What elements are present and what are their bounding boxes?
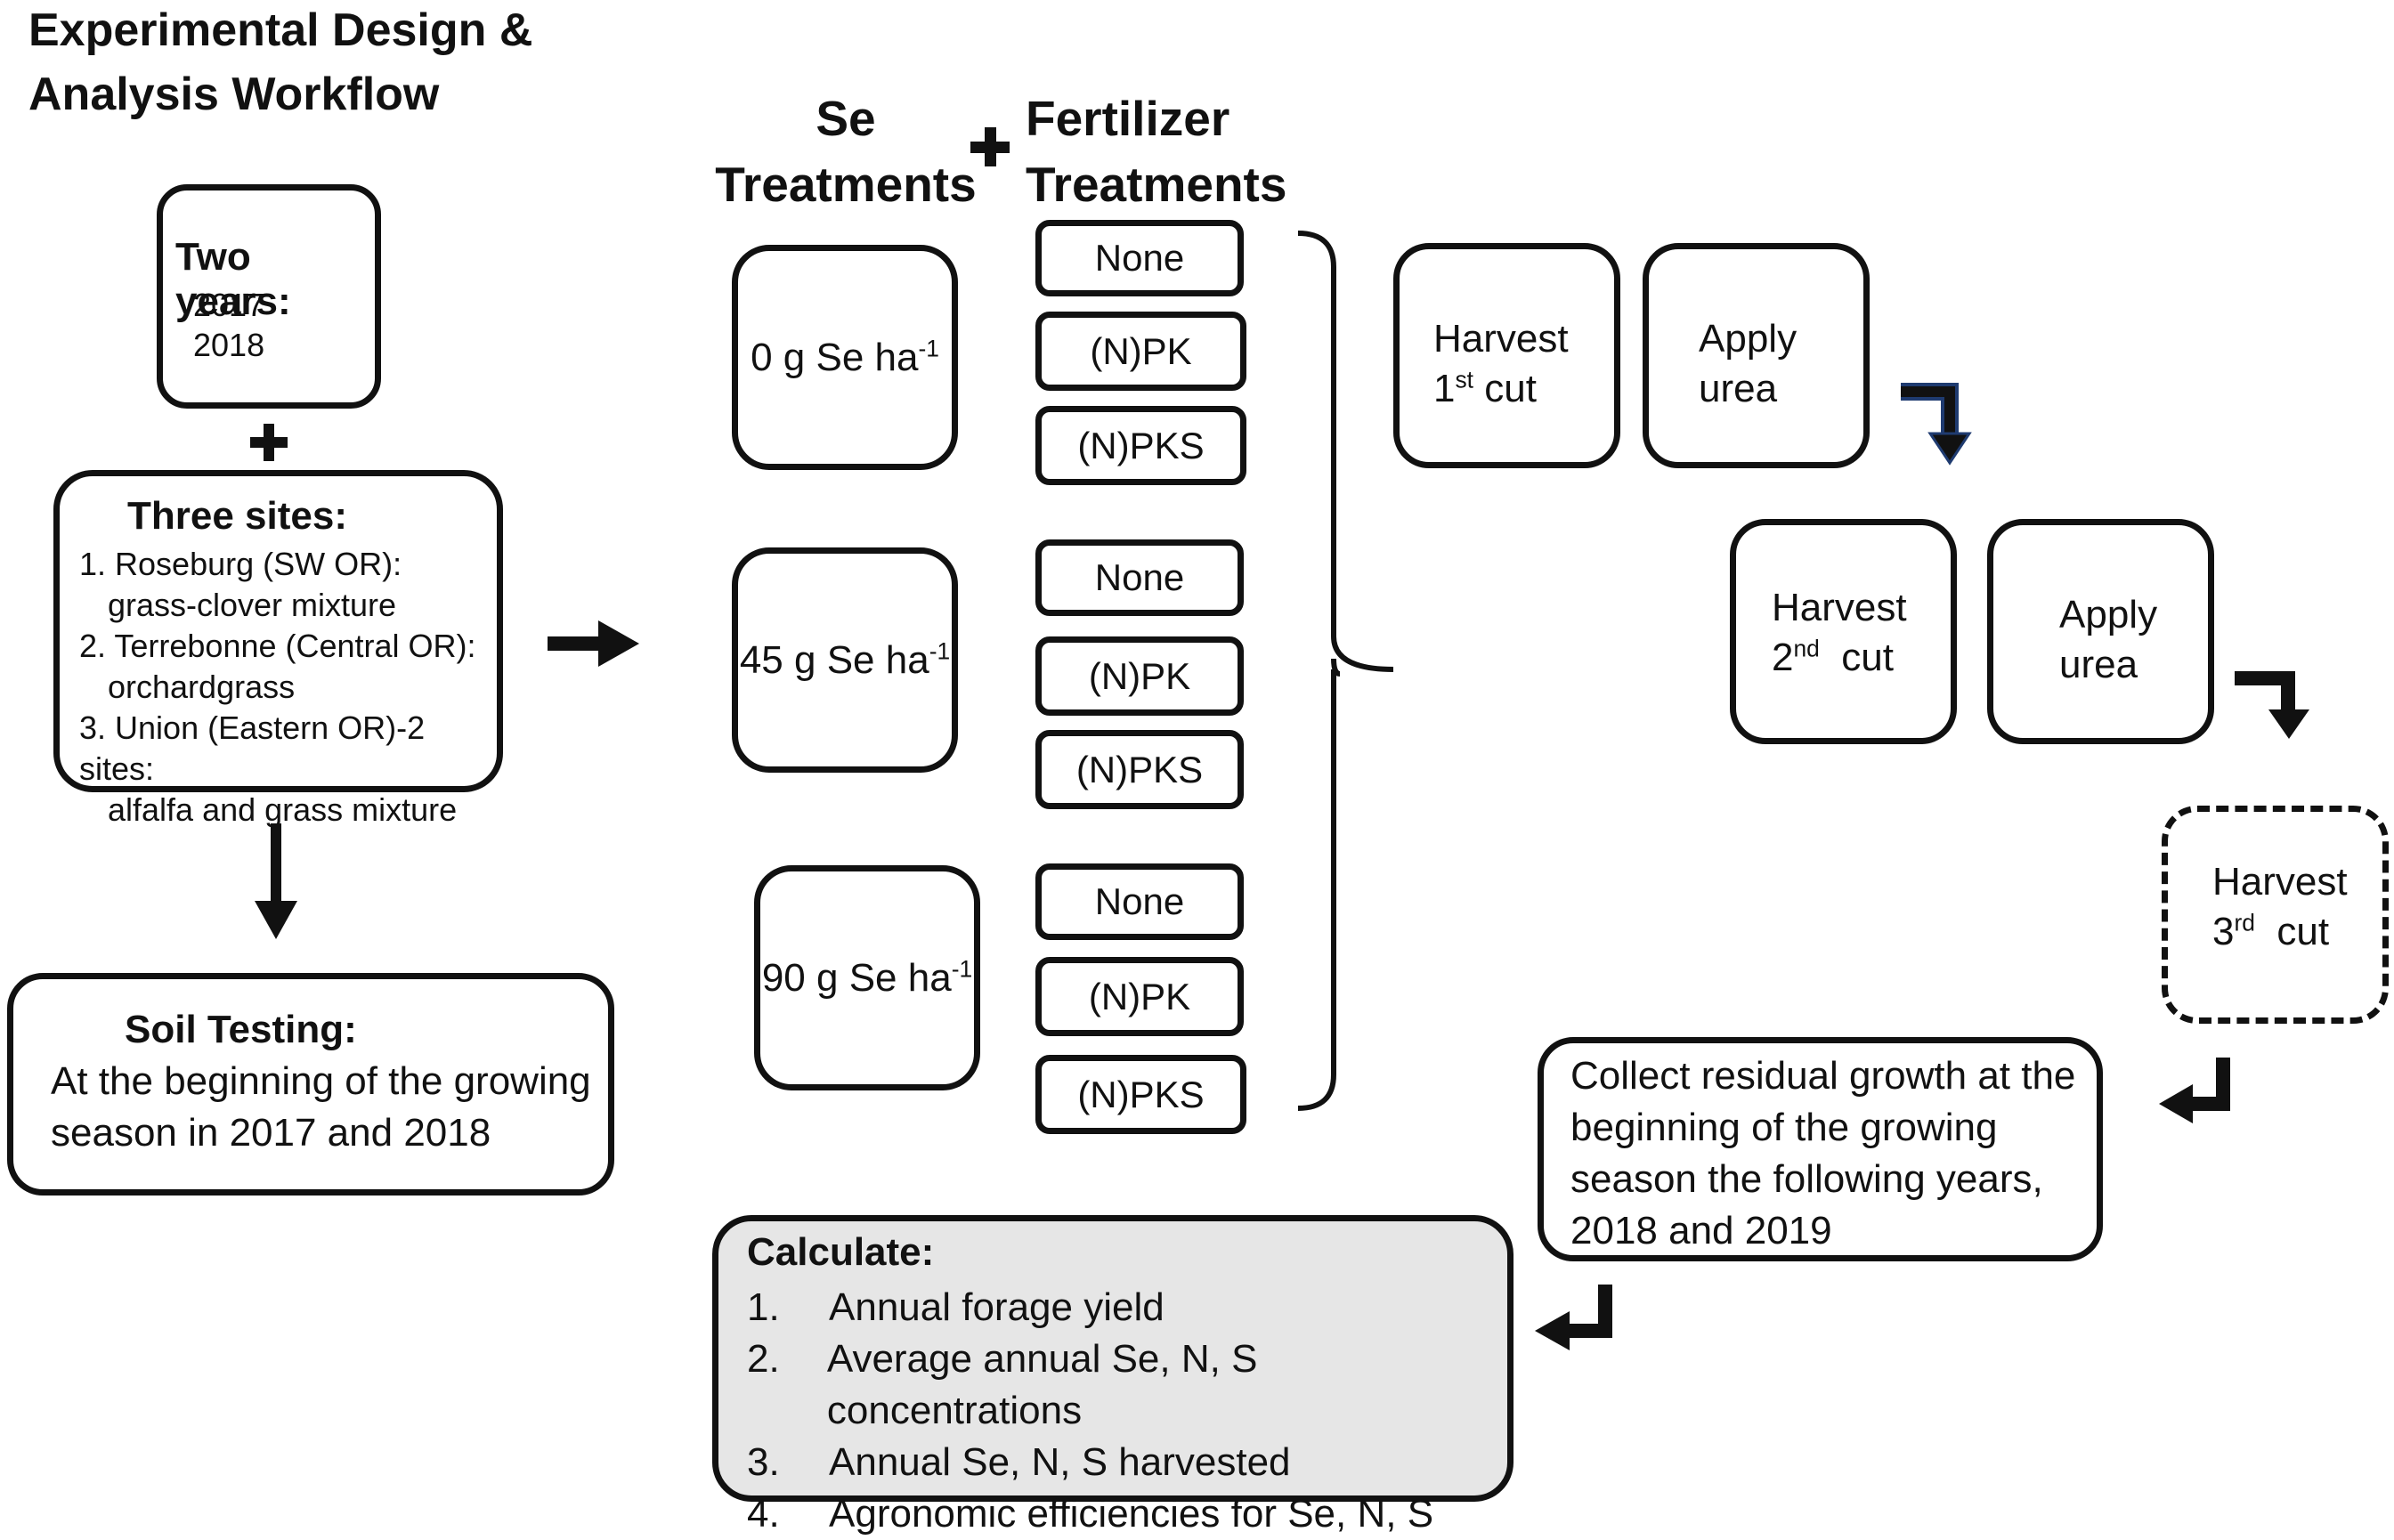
fert-box: (N)PKS xyxy=(1035,730,1244,809)
residual-growth-box: Collect residual growth at the beginning… xyxy=(1538,1037,2103,1261)
plus-icon xyxy=(250,424,288,461)
soil-testing-box: Soil Testing: At the beginning of the gr… xyxy=(7,973,614,1196)
arrow-down-icon xyxy=(255,823,297,939)
fert-label: None xyxy=(1094,880,1185,922)
se-treatment-45: 45 g Se ha-1 xyxy=(732,547,958,773)
fert-label: None xyxy=(1094,237,1185,279)
se-header-line-2: Treatments xyxy=(715,157,977,212)
fert-label: (N)PK xyxy=(1088,654,1191,697)
fert-label: (N)PKS xyxy=(1075,748,1204,790)
residual-line-1: Collect residual growth at the xyxy=(1570,1054,2076,1098)
site-3-crop: alfalfa and grass mixture xyxy=(108,791,458,828)
calculate-heading: Calculate: xyxy=(747,1230,935,1274)
harvest-2nd-line-2: 2nd cut xyxy=(1772,635,1894,679)
apply-urea-2-line-2: urea xyxy=(2059,643,2138,686)
years-box: Two years: 2017 2018 xyxy=(157,184,381,409)
site-2: 2. Terrebonne (Central OR): orchardgrass xyxy=(79,626,476,708)
se-treatment-90-label: 90 g Se ha-1 xyxy=(761,954,973,1000)
se-treatment-0-label: 0 g Se ha-1 xyxy=(751,334,939,379)
se-header-line-1: Se xyxy=(816,91,876,146)
year-2018: 2018 xyxy=(193,327,265,363)
fert-label: (N)PK xyxy=(1088,975,1191,1017)
plus-icon xyxy=(970,127,1010,166)
fert-box: None xyxy=(1035,863,1244,940)
fert-header-line-2: Treatments xyxy=(1026,157,1287,212)
soil-testing-line-1: At the beginning of the growing xyxy=(51,1059,591,1103)
harvest-3rd-line-2: 3rd cut xyxy=(2212,909,2330,953)
fert-box: None xyxy=(1035,539,1244,616)
sites-box: Three sites: 1. Roseburg (SW OR): grass-… xyxy=(53,470,503,828)
harvest-1st-box: Harvest 1st cut xyxy=(1393,243,1620,468)
site-3-name: 3. Union (Eastern OR)-2 sites: xyxy=(79,709,426,787)
se-treatment-0: 0 g Se ha-1 xyxy=(732,245,958,470)
site-1-crop: grass-clover mixture xyxy=(108,587,397,623)
curved-arrow-icon xyxy=(1535,1285,1612,1350)
page-title: Experimental Design & Analysis Workflow xyxy=(28,0,532,126)
residual-growth-text: Collect residual growth at the beginning… xyxy=(1570,1050,2075,1257)
fert-label: (N)PKS xyxy=(1077,424,1205,466)
calculate-item: 2.Average annual Se, N, S concentrations xyxy=(747,1337,1258,1432)
years-heading: Two years: xyxy=(175,235,291,323)
curved-arrow-icon xyxy=(2159,1058,2230,1123)
se-treatments-header: Se Treatments xyxy=(712,85,979,217)
fert-box: (N)PK xyxy=(1035,312,1246,391)
residual-line-3: season the following years, xyxy=(1570,1157,2043,1201)
bracket xyxy=(1297,231,1394,1111)
year-2017: 2017 xyxy=(193,287,265,323)
residual-line-4: 2018 and 2019 xyxy=(1570,1209,1832,1252)
fertilizer-treatments-header: Fertilizer Treatments xyxy=(1026,85,1286,217)
site-1: 1. Roseburg (SW OR): grass-clover mixtur… xyxy=(79,544,402,626)
soil-testing-heading: Soil Testing: xyxy=(125,1008,357,1051)
fert-label: (N)PKS xyxy=(1077,1073,1205,1115)
sites-heading: Three sites: xyxy=(127,494,347,538)
harvest-2nd-line-1: Harvest xyxy=(1772,586,1907,629)
calculate-item: 3.Annual Se, N, S harvested xyxy=(747,1440,1291,1484)
title-line-2: Analysis Workflow xyxy=(28,69,440,120)
fert-box: (N)PK xyxy=(1035,957,1244,1036)
se-treatment-90: 90 g Se ha-1 xyxy=(754,865,980,1090)
fert-box: (N)PKS xyxy=(1035,406,1246,485)
calculate-box: Calculate: 1.Annual forage yield 2.Avera… xyxy=(712,1215,1513,1536)
fert-header-line-1: Fertilizer xyxy=(1026,91,1230,146)
harvest-1st-line-1: Harvest xyxy=(1433,317,1569,361)
fert-box: None xyxy=(1035,220,1244,296)
site-3: 3. Union (Eastern OR)-2 sites: alfalfa a… xyxy=(79,708,497,831)
curved-arrow-icon xyxy=(2235,671,2309,739)
arrow-right-icon xyxy=(548,620,639,667)
site-2-crop: orchardgrass xyxy=(108,669,296,705)
apply-urea-1-line-1: Apply xyxy=(1699,317,1798,361)
residual-line-2: beginning of the growing xyxy=(1570,1106,1998,1149)
title-line-1: Experimental Design & xyxy=(28,4,533,56)
harvest-3rd-box: Harvest 3rd cut xyxy=(2162,806,2389,1024)
apply-urea-2-line-1: Apply xyxy=(2059,593,2158,636)
apply-urea-1-box: Apply urea xyxy=(1643,243,1870,468)
fert-box: (N)PKS xyxy=(1035,1055,1246,1134)
curved-arrow-icon xyxy=(1901,383,1972,466)
site-1-name: 1. Roseburg (SW OR): xyxy=(79,546,402,582)
soil-testing-line-2: season in 2017 and 2018 xyxy=(51,1111,491,1155)
apply-urea-1-line-2: urea xyxy=(1699,367,1778,410)
connectors xyxy=(250,127,2309,1350)
harvest-3rd-line-1: Harvest xyxy=(2212,860,2348,904)
fert-label: None xyxy=(1094,556,1185,598)
calculate-item: 1.Annual forage yield xyxy=(747,1285,1165,1329)
apply-urea-2-box: Apply urea xyxy=(1987,519,2214,744)
fert-label: (N)PK xyxy=(1090,329,1192,372)
fert-box: (N)PK xyxy=(1035,636,1244,716)
se-treatment-45-label: 45 g Se ha-1 xyxy=(739,636,951,682)
site-2-name: 2. Terrebonne (Central OR): xyxy=(79,628,476,664)
harvest-2nd-box: Harvest 2nd cut xyxy=(1730,519,1957,744)
harvest-1st-line-2: 1st cut xyxy=(1433,366,1537,410)
